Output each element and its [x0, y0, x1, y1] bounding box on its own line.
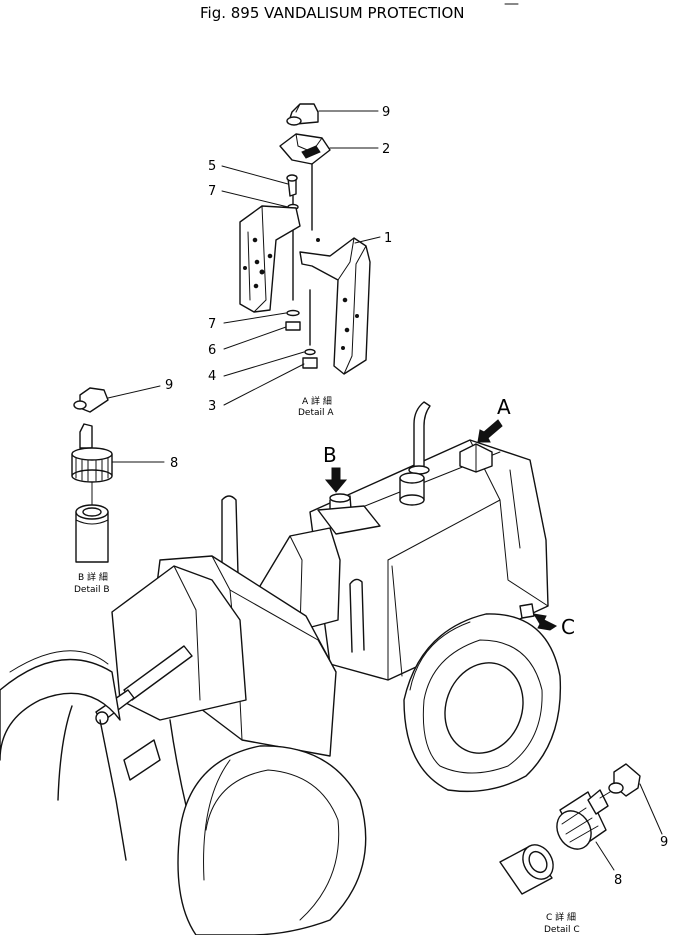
detail-a-caption-jp: A 詳 細: [302, 395, 332, 407]
lock-plate-part: [279, 133, 331, 231]
detail-c-assembly: 9 8 C 詳 細 Detail C: [499, 763, 668, 935]
detail-b-assembly: 9 8 B 詳 細 Detail B: [71, 378, 178, 595]
wheel-loader-illustration: [0, 401, 562, 935]
detail-c-caption-jp: C 詳 細: [546, 911, 576, 923]
detail-a-caption-en: Detail A: [298, 408, 334, 418]
callout-8: 8: [170, 456, 178, 471]
detail-a-assembly: 9 2 5 7 1 7 6 4 3 A 詳 細 Detail A: [208, 103, 392, 418]
figure-title: Fig. 895 VANDALISUM PROTECTION: [200, 4, 465, 22]
bolt-part: [286, 174, 298, 301]
callout-9: 9: [660, 835, 668, 850]
callout-7: 7: [208, 317, 216, 332]
callout-2: 2: [382, 142, 390, 157]
callout-3: 3: [208, 399, 216, 414]
detail-a-arrow: A: [477, 395, 511, 443]
callout-5: 5: [208, 159, 216, 174]
padlock-part: [286, 103, 319, 126]
callout-7: 7: [208, 184, 216, 199]
detail-b-caption-jp: B 詳 細: [78, 571, 108, 583]
callout-9: 9: [165, 378, 173, 393]
detail-letter-c: C: [561, 615, 575, 639]
detail-letter-b: B: [323, 443, 337, 467]
bracket-part: [239, 205, 371, 375]
detail-letter-a: A: [497, 395, 511, 419]
callout-1: 1: [384, 231, 392, 246]
detail-b-arrow: B: [323, 443, 348, 493]
detail-c-caption-en: Detail C: [544, 925, 580, 935]
callout-9: 9: [382, 105, 390, 120]
callout-4: 4: [208, 369, 216, 384]
detail-c-arrow: C: [533, 613, 575, 639]
detail-b-caption-en: Detail B: [74, 585, 110, 595]
callout-8: 8: [614, 873, 622, 888]
callout-6: 6: [208, 343, 216, 358]
